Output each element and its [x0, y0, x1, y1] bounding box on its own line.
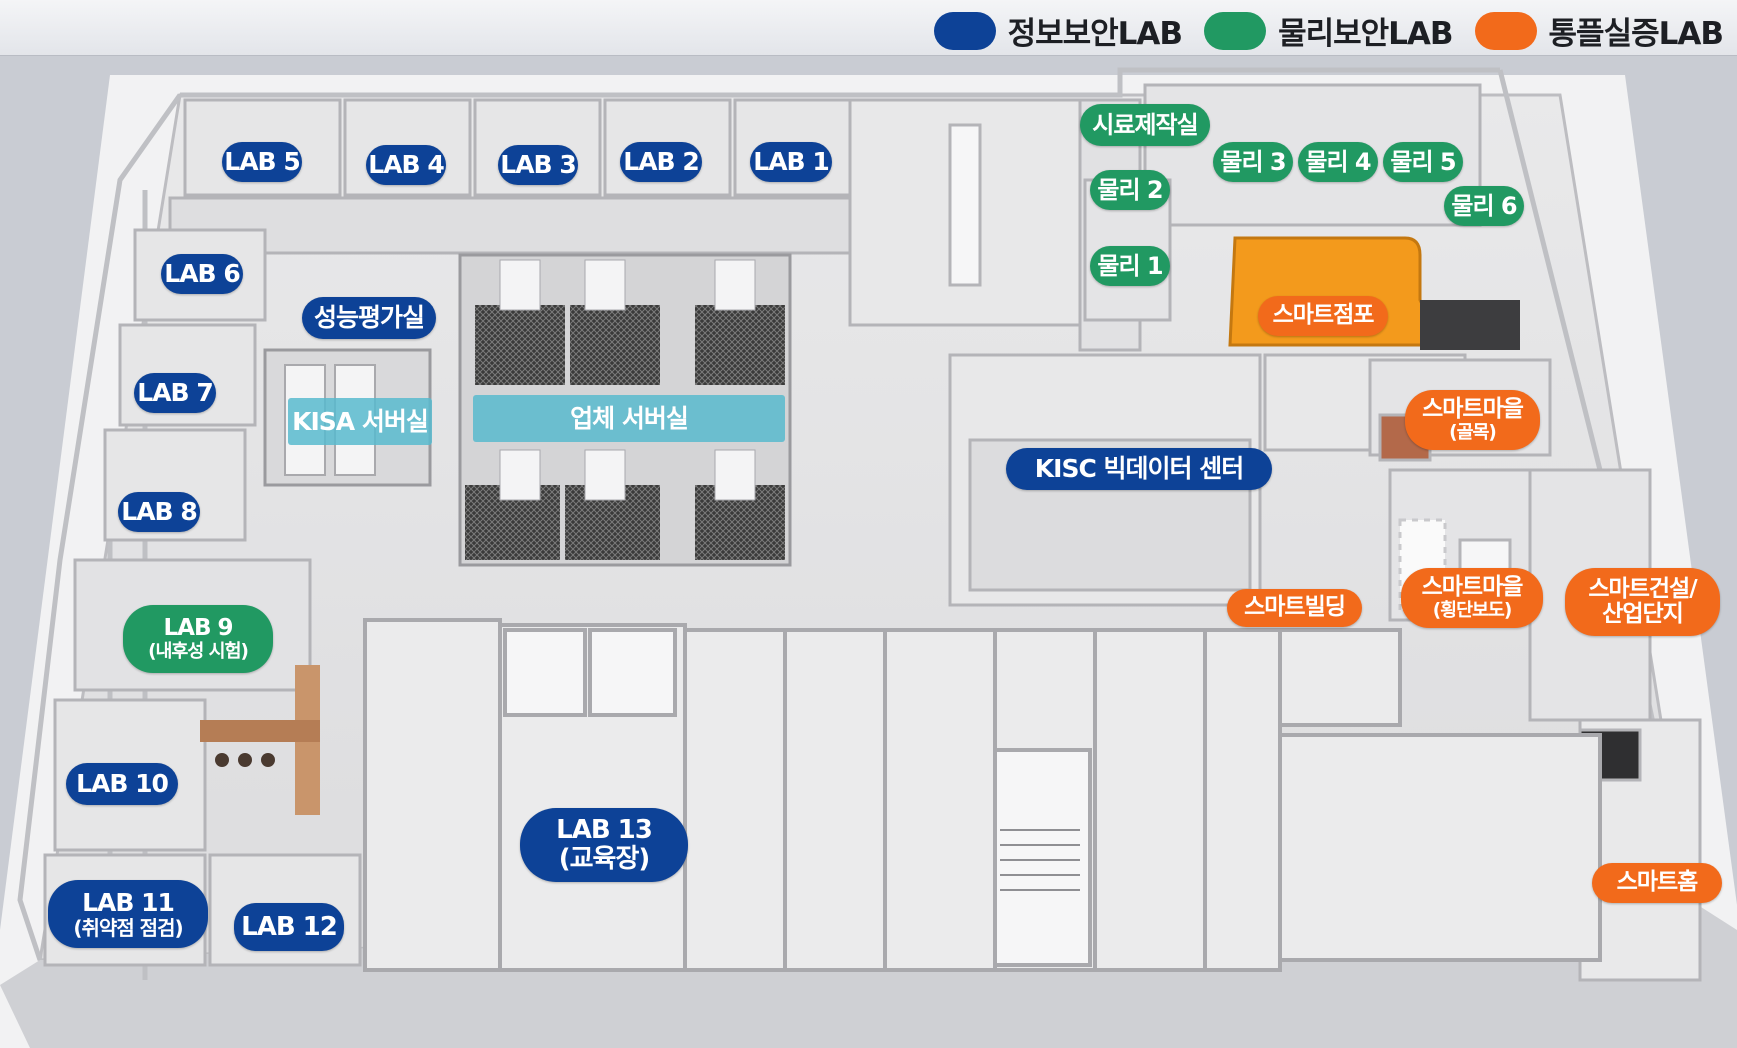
legend-label-security: 정보보안LAB: [1007, 16, 1183, 52]
label-lab-5: LAB 5: [222, 142, 302, 182]
stairs: [1000, 829, 1080, 891]
label-lab-13: LAB 13 (교육장): [520, 808, 688, 882]
label-lab-13-sub: (교육장): [558, 844, 651, 874]
legend-swatch-physical: [1204, 11, 1267, 50]
label-lab-13-title: LAB 13: [556, 815, 653, 846]
label-lab-10: LAB 10: [66, 763, 178, 805]
lower-rooms: [363, 618, 1602, 972]
legend-bar: 정보보안LAB 물리보안LAB 통플실증LAB: [0, 0, 1737, 56]
label-smart-village-crosswalk-sub: (횡단보도): [1432, 599, 1512, 621]
label-smart-construction: 스마트건설/ 산업단지: [1565, 568, 1720, 636]
label-smart-construction-title: 스마트건설/: [1588, 575, 1697, 602]
label-lab-4: LAB 4: [366, 145, 446, 185]
legend-label-physical: 물리보안LAB: [1278, 16, 1453, 52]
legend-item-security: 정보보안LAB: [933, 8, 1183, 53]
label-performance-room: 성능평가실: [302, 297, 436, 339]
label-lab-11: LAB 11 (취약점 점검): [48, 880, 208, 948]
label-smart-village-alley-sub: (골목): [1449, 421, 1497, 443]
legend-item-physical: 물리보안LAB: [1204, 8, 1454, 53]
label-physical-2: 물리 2: [1090, 170, 1170, 210]
wooden-counter: [200, 665, 320, 815]
label-smart-village-alley-title: 스마트마을: [1422, 396, 1524, 423]
label-vendor-server-room: 업체 서버실: [473, 395, 785, 442]
label-lab-9-sub: (내후성 시험): [148, 640, 249, 662]
label-lab-6: LAB 6: [161, 254, 243, 294]
label-smart-building: 스마트빌딩: [1227, 589, 1362, 627]
label-physical-6: 물리 6: [1444, 186, 1524, 226]
label-smart-home: 스마트홈: [1592, 863, 1722, 903]
label-lab-11-sub: (취약점 점검): [73, 915, 183, 940]
label-lab-8: LAB 8: [118, 492, 200, 532]
smart-zone: [1368, 358, 1702, 982]
label-physical-5: 물리 5: [1383, 142, 1463, 182]
legend: 정보보안LAB 물리보안LAB 통플실증LAB: [933, 8, 1724, 53]
label-lab-3: LAB 3: [498, 145, 578, 185]
legend-item-testbed: 통플실증LAB: [1474, 8, 1724, 53]
label-lab-7: LAB 7: [134, 373, 216, 413]
legend-label-testbed: 통플실증LAB: [1548, 16, 1724, 52]
label-smart-village-crosswalk-title: 스마트마을: [1421, 574, 1524, 601]
legend-swatch-testbed: [1474, 11, 1537, 50]
label-lab-12: LAB 12: [234, 903, 344, 951]
label-lab-1: LAB 1: [750, 142, 832, 182]
label-lab-11-title: LAB 11: [82, 888, 175, 918]
label-smart-village-alley: 스마트마을 (골목): [1405, 390, 1540, 450]
label-smart-village-crosswalk: 스마트마을 (횡단보도): [1401, 568, 1543, 628]
label-lab-9: LAB 9 (내후성 시험): [123, 605, 273, 673]
label-physical-4: 물리 4: [1298, 142, 1378, 182]
label-kisc-bigdata-center: KISC 빅데이터 센터: [1006, 448, 1272, 490]
label-smart-store: 스마트점포: [1258, 296, 1388, 336]
legend-swatch-security: [933, 11, 996, 50]
label-sample-room: 시료제작실: [1080, 104, 1210, 146]
label-kisa-server-room: KISA 서버실: [288, 398, 432, 445]
label-lab-9-title: LAB 9: [163, 615, 234, 642]
label-smart-construction-sub: 산업단지: [1602, 601, 1684, 627]
label-physical-1: 물리 1: [1090, 246, 1170, 286]
label-physical-3: 물리 3: [1213, 142, 1293, 182]
label-lab-2: LAB 2: [620, 142, 702, 182]
